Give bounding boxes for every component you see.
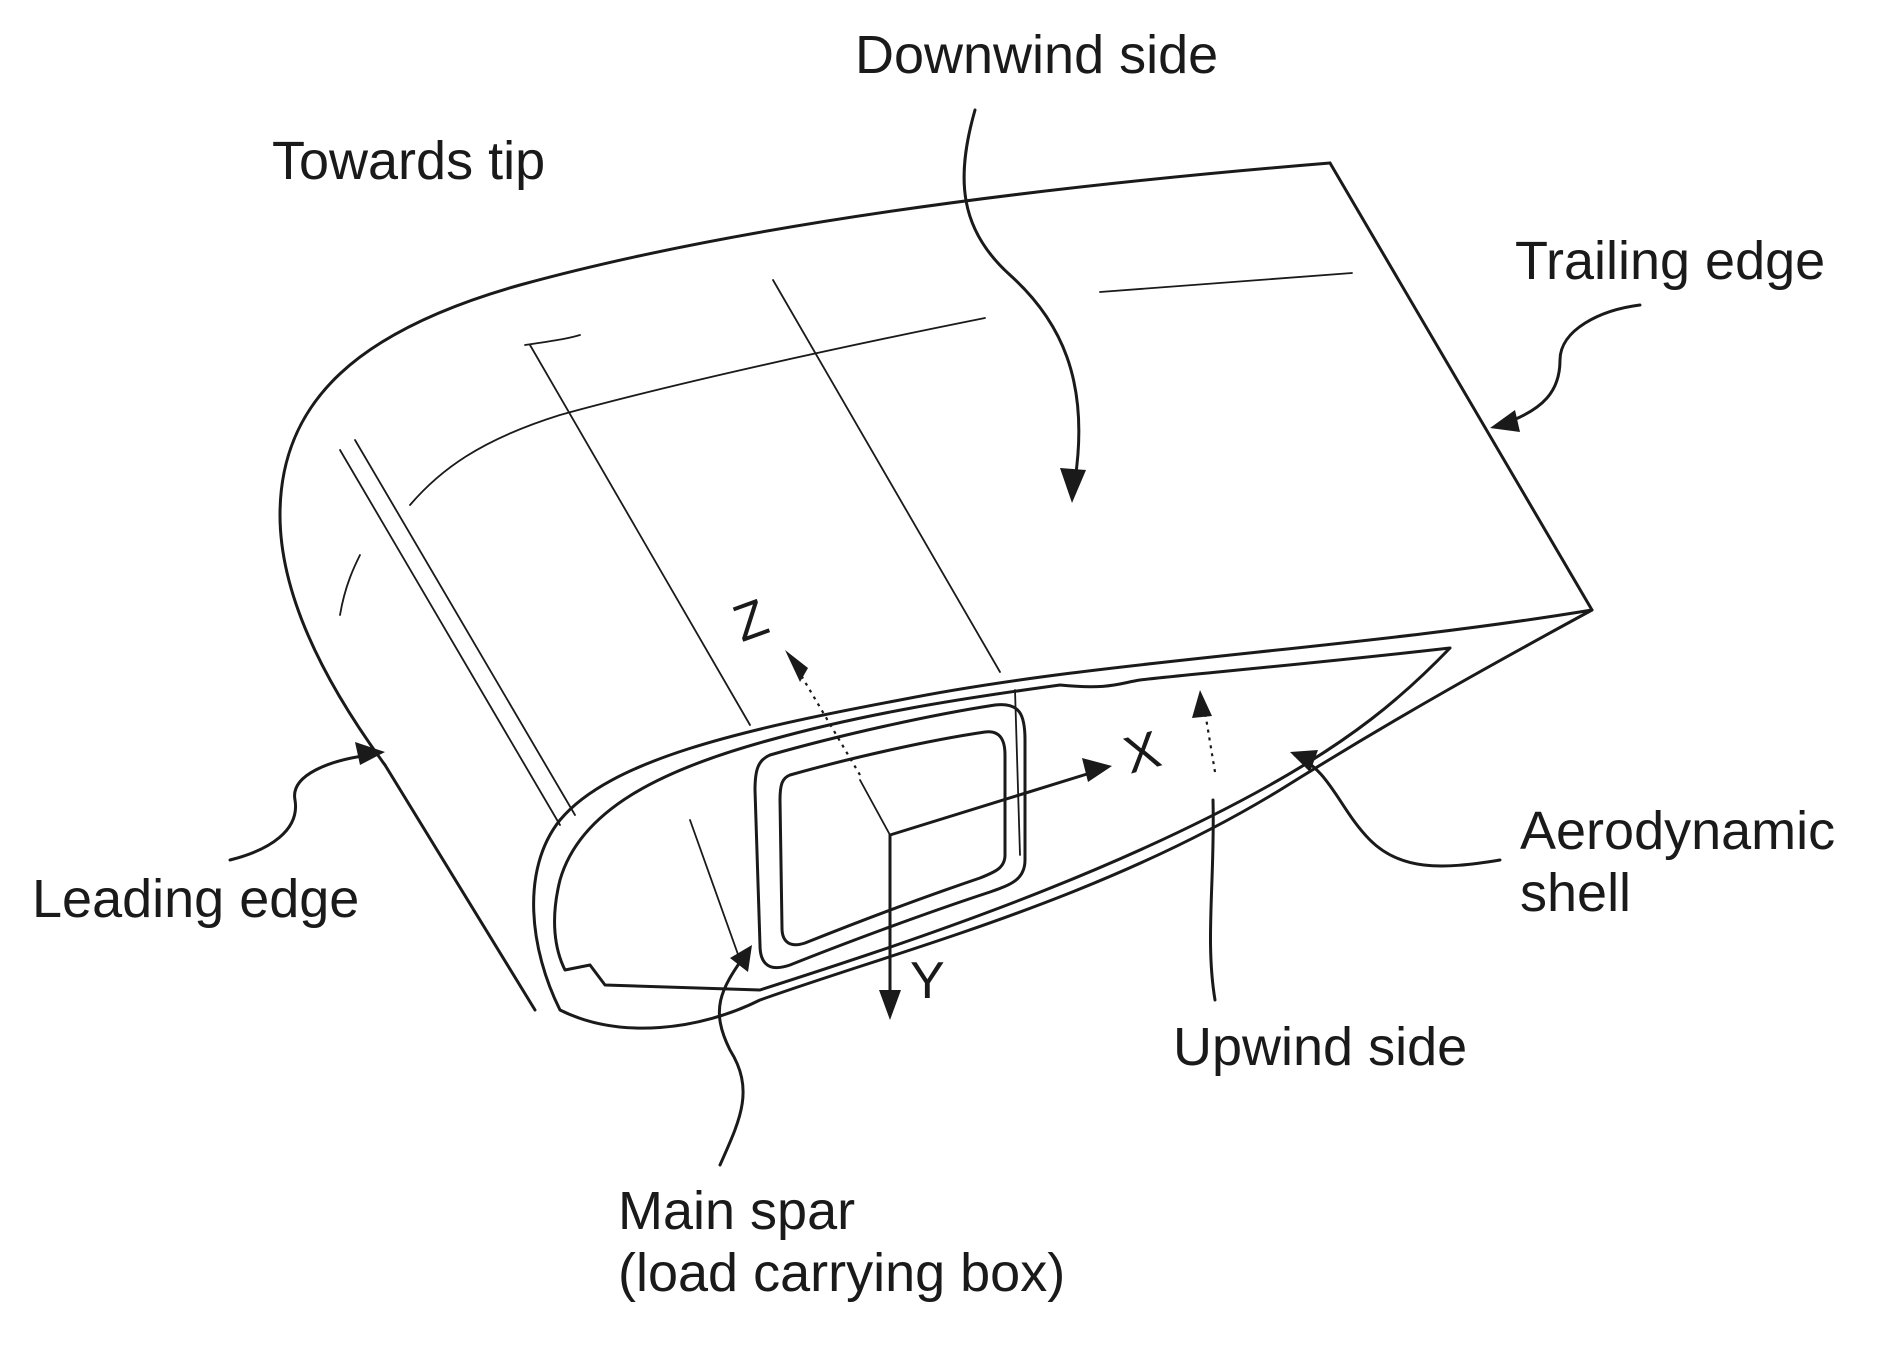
- blade-surface: [278, 161, 1594, 1012]
- label-aerodynamic-shell-line1: Aerodynamic: [1520, 801, 1836, 861]
- label-aerodynamic-shell: Aerodynamic shell: [1520, 800, 1835, 924]
- label-leading-edge: Leading edge: [32, 869, 360, 929]
- surface-lines: [339, 272, 1353, 826]
- label-downwind-side: Downwind side: [855, 25, 1219, 85]
- label-main-spar-line2: (load carrying box): [618, 1243, 1066, 1303]
- callout-arrows: [228, 108, 1642, 1167]
- label-main-spar: Main spar (load carrying box): [618, 1180, 1065, 1304]
- axis-label-y: Y: [910, 952, 945, 1010]
- label-upwind-side: Upwind side: [1173, 1017, 1468, 1077]
- label-trailing-edge: Trailing edge: [1515, 231, 1826, 291]
- label-main-spar-line1: Main spar: [618, 1181, 856, 1241]
- label-towards-tip: Towards tip: [272, 131, 546, 191]
- axes: [785, 650, 1112, 1020]
- airfoil-cross-section: [532, 608, 1594, 1030]
- label-aerodynamic-shell-line2: shell: [1520, 863, 1632, 923]
